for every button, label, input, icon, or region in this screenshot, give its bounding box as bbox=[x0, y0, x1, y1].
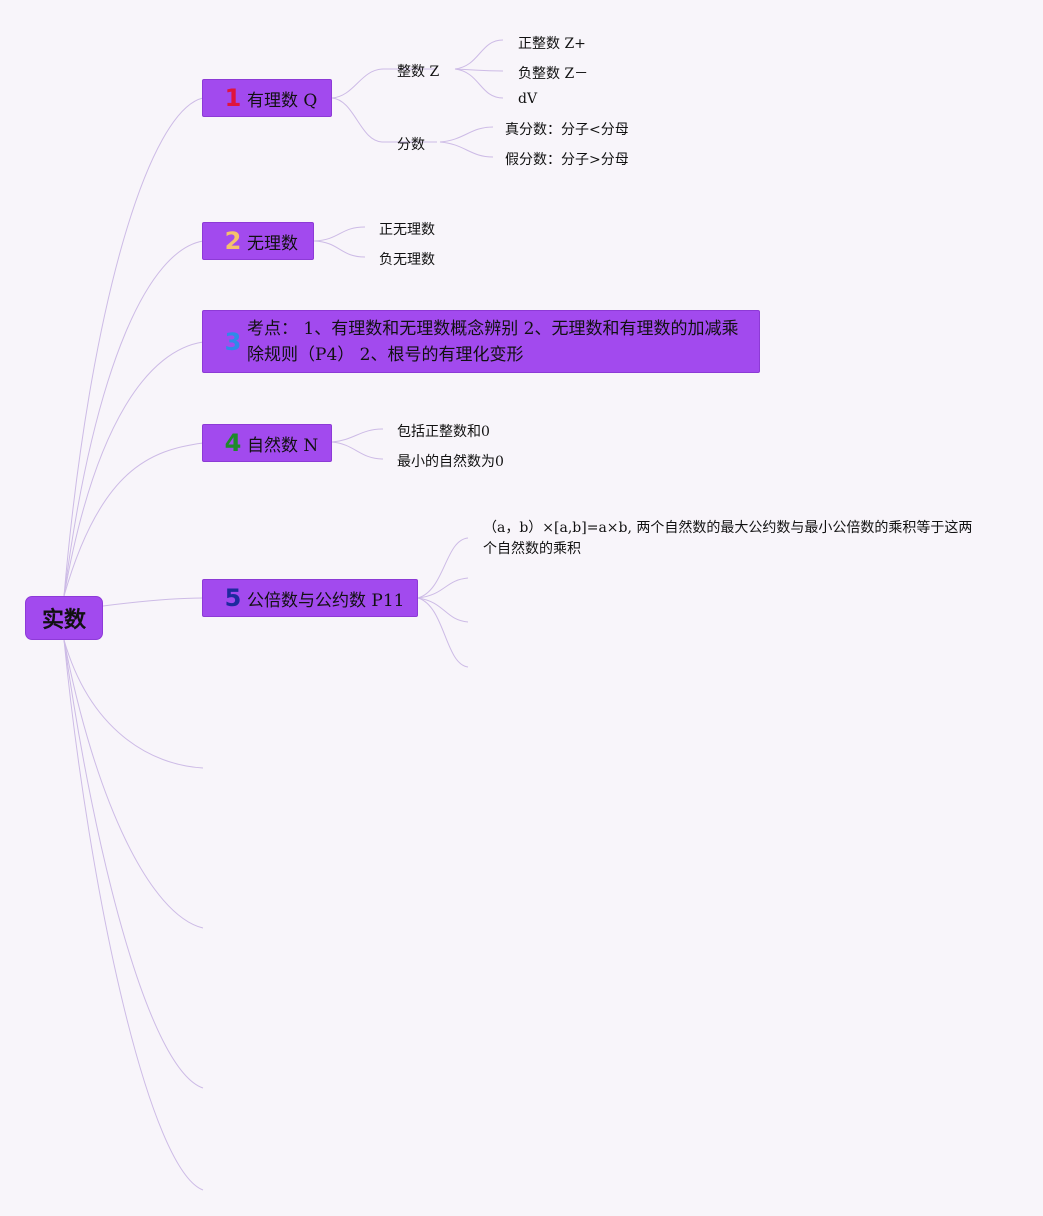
subtopic-includes-positive-integers[interactable]: 包括正整数和0 bbox=[397, 424, 490, 440]
subtopic-proper-fraction[interactable]: 真分数：分子<分母 bbox=[505, 122, 629, 138]
link-root-topic4 bbox=[63, 442, 204, 597]
number-4-icon: 4 bbox=[224, 429, 242, 457]
link-root-topic1 bbox=[63, 97, 204, 597]
topic-label: 公倍数与公约数 P11 bbox=[247, 590, 405, 611]
subtopic-negative-integers[interactable]: 负整数 Z－ bbox=[518, 66, 589, 82]
link-root-empty4 bbox=[63, 639, 204, 1191]
root-topic[interactable]: 实数 bbox=[25, 596, 103, 640]
topic-label: 自然数 N bbox=[247, 435, 319, 456]
topic-gcd-lcm[interactable]: 5 公倍数与公约数 P11 bbox=[202, 579, 418, 617]
subtopic-positive-integers[interactable]: 正整数 Z+ bbox=[518, 36, 586, 52]
subtopic-positive-irrational[interactable]: 正无理数 bbox=[379, 222, 435, 238]
link-root-topic5 bbox=[102, 597, 204, 607]
topic-label: 考点： 1、有理数和无理数概念辨别 2、无理数和有理数的加减乘除规则（P4） 2… bbox=[247, 318, 739, 365]
link-root-empty1 bbox=[63, 639, 204, 769]
subtopic-integers[interactable]: 整数 Z bbox=[397, 64, 440, 80]
number-2-icon: 2 bbox=[224, 227, 242, 255]
number-3-icon: 3 bbox=[224, 327, 242, 356]
subtopic-gcd-lcm-product[interactable]: （a，b）×[a,b]=a×b, 两个自然数的最大公约数与最小公倍数的乘积等于这… bbox=[483, 520, 973, 557]
link-root-topic3 bbox=[63, 341, 204, 597]
topic-label: 有理数 Q bbox=[247, 90, 318, 111]
link-root-empty3 bbox=[63, 639, 204, 1089]
link-root-empty2 bbox=[63, 639, 204, 929]
subtopic-smallest-natural[interactable]: 最小的自然数为0 bbox=[397, 454, 504, 470]
topic-label: 无理数 bbox=[247, 233, 298, 254]
topic-irrational-numbers[interactable]: 2 无理数 bbox=[202, 222, 314, 260]
number-1-icon: 1 bbox=[224, 84, 242, 112]
subtopic-improper-fraction[interactable]: 假分数：分子>分母 bbox=[505, 152, 629, 168]
subtopic-negative-irrational[interactable]: 负无理数 bbox=[379, 252, 435, 268]
subtopic-fractions[interactable]: 分数 bbox=[397, 137, 425, 153]
topic-exam-points[interactable]: 3 考点： 1、有理数和无理数概念辨别 2、无理数和有理数的加减乘除规则（P4）… bbox=[202, 310, 760, 373]
number-5-icon: 5 bbox=[224, 584, 242, 612]
topic-natural-numbers[interactable]: 4 自然数 N bbox=[202, 424, 332, 462]
link-root-topic2 bbox=[63, 240, 204, 597]
subtopic-dv[interactable]: dV bbox=[518, 91, 538, 107]
topic-rational-numbers[interactable]: 1 有理数 Q bbox=[202, 79, 332, 117]
